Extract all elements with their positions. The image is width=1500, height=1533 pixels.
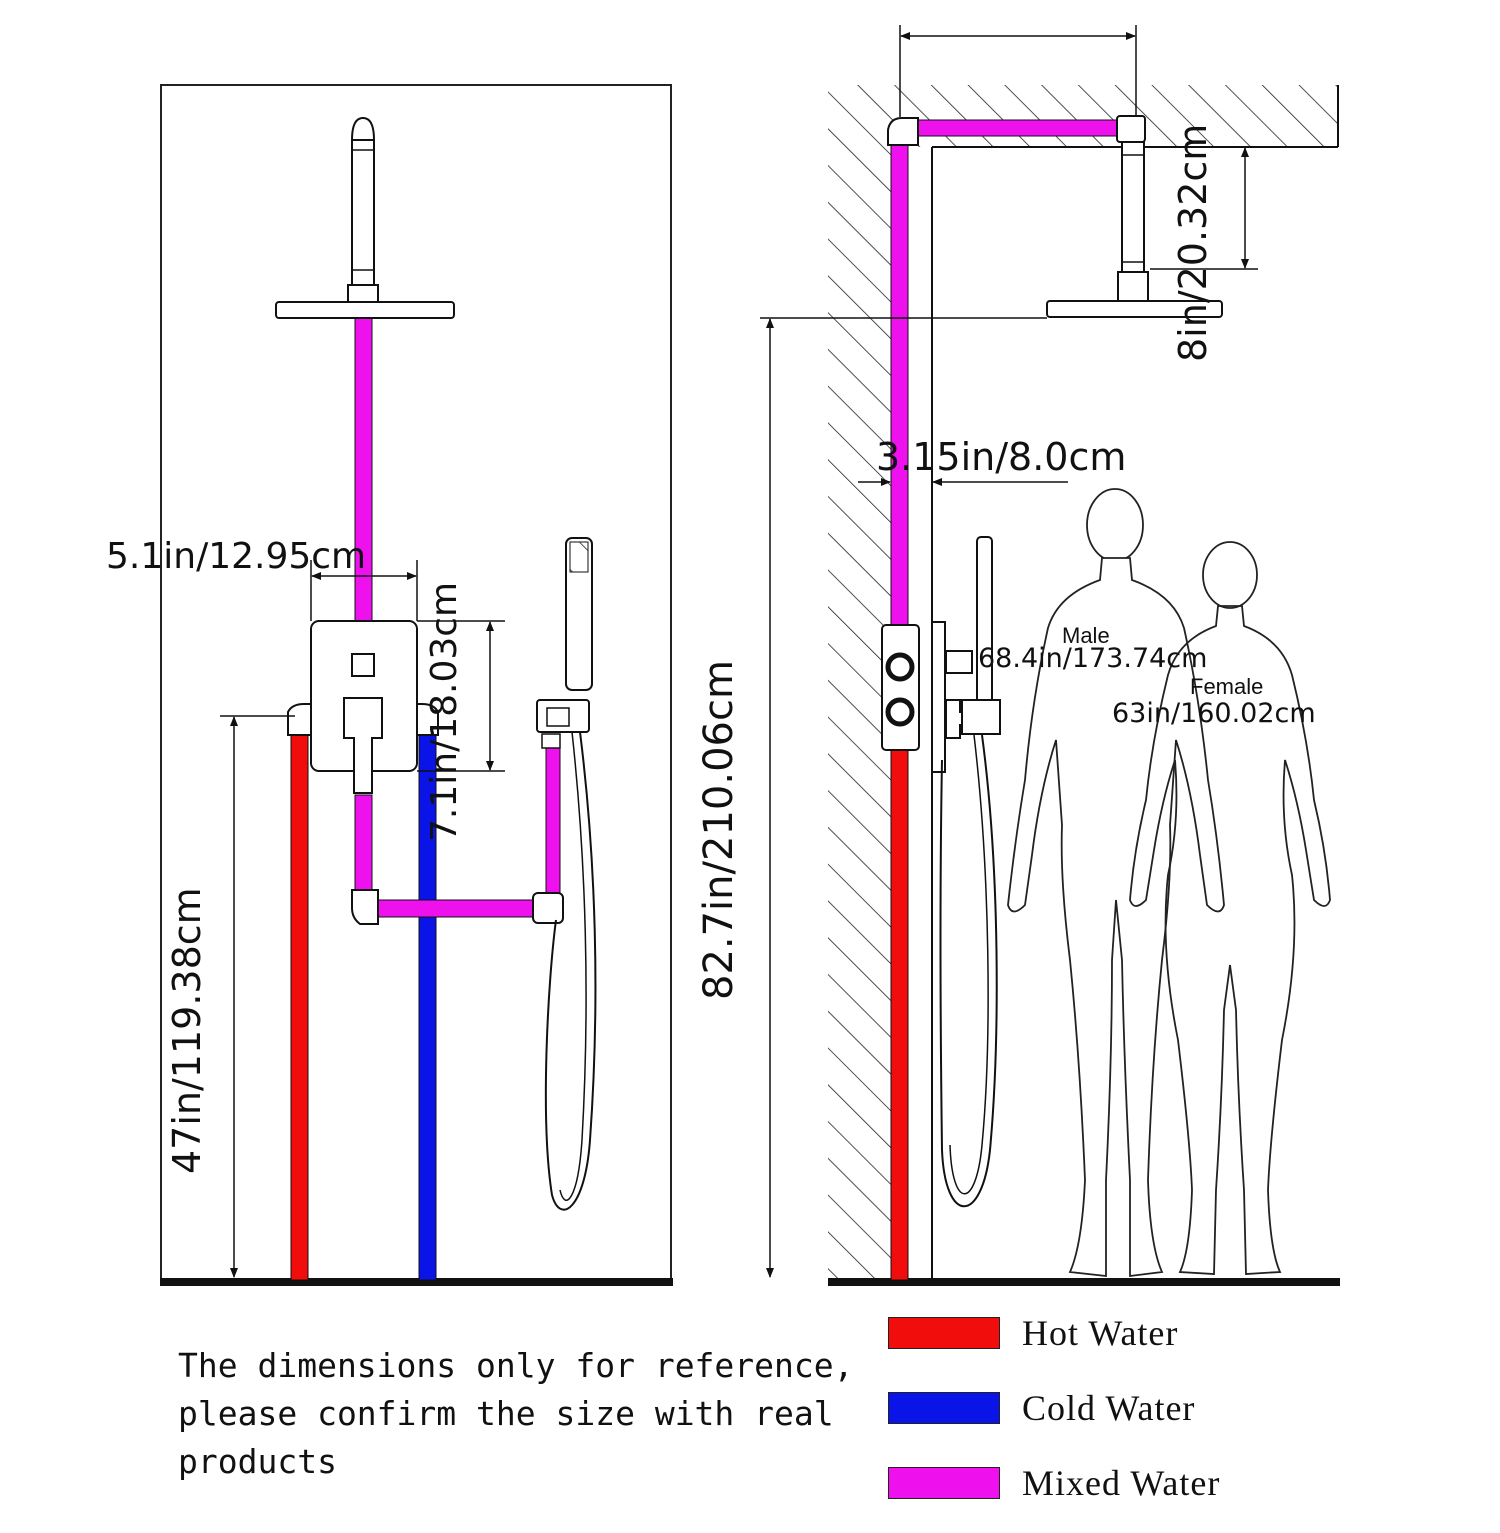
shower-arm-cap	[350, 116, 376, 141]
shower-hose	[544, 731, 597, 1211]
hand-shower-spray-face	[569, 541, 589, 573]
reference-note: The dimensions only for reference, pleas…	[178, 1346, 854, 1481]
legend-item-mixed: Mixed Water	[888, 1458, 1408, 1508]
male-silhouette	[1007, 488, 1225, 1278]
hot-water-pipe	[890, 721, 909, 1281]
hot-water-swatch	[888, 1317, 1000, 1349]
cold-water-swatch	[888, 1392, 1000, 1424]
shower-arm	[1121, 141, 1145, 273]
mixed-water-pipe-riser	[354, 317, 373, 624]
head-height-label: 82.7in/210.06cm	[696, 660, 742, 1000]
elbow-fitting	[351, 889, 379, 925]
hand-shower-holder	[961, 699, 1001, 735]
shower-arm	[351, 139, 375, 289]
front-floor	[160, 1278, 673, 1286]
mixed-water-pipe-riser	[890, 139, 909, 626]
mixer-width-label: 5.1in/12.95cm	[106, 536, 366, 577]
valve-port	[885, 697, 915, 727]
legend-item-hot: Hot Water	[888, 1308, 1408, 1358]
hot-water-pipe	[290, 734, 309, 1281]
rain-shower-head	[275, 301, 455, 319]
legend-item-cold: Cold Water	[888, 1383, 1408, 1433]
mixer-trim-plate	[931, 621, 946, 773]
female-label: Female	[1190, 674, 1263, 699]
mixer-handle	[343, 697, 383, 794]
inlet-elbow-hot	[287, 703, 313, 736]
mixed-water-pipe-horizontal	[374, 899, 536, 918]
side-floor	[828, 1278, 1340, 1286]
mixed-water-swatch	[888, 1467, 1000, 1499]
female-silhouette	[1129, 541, 1331, 1275]
diverter-knob	[945, 650, 973, 674]
valve-port	[885, 652, 915, 682]
wall-offset-label: 3.15in/8.0cm	[876, 435, 1126, 479]
arm-drop-label: 8in/20.32cm	[1171, 124, 1215, 362]
hot-water-label: Hot Water	[1022, 1313, 1179, 1353]
hose-connector	[541, 733, 561, 749]
elbow-fitting	[532, 892, 564, 924]
mixed-water-pipe-top	[914, 119, 1121, 137]
diverter-knob	[351, 653, 375, 677]
mixed-water-pipe-handshower	[545, 747, 561, 899]
mixed-water-pipe-lower	[354, 794, 373, 901]
inlet-height-label: 47in/119.38cm	[165, 887, 209, 1174]
shower-head-mount	[1117, 271, 1149, 303]
front-view: 5.1in/12.95cm 7.1in/18.03cm 47in/119.38c…	[106, 84, 673, 1286]
rain-shower-head	[1046, 300, 1223, 318]
side-view: 8in/20.32cm 82.7in/210.06cm 3.15in/8.0cm…	[696, 25, 1340, 1286]
mixer-height-label: 7.1in/18.03cm	[424, 582, 465, 842]
elbow-fitting	[887, 117, 919, 146]
shower-head-mount	[347, 284, 379, 304]
female-height-label: 63in/160.02cm	[1112, 698, 1316, 729]
water-legend: Hot Water Cold Water Mixed Water	[888, 1308, 1408, 1533]
shower-hose	[939, 734, 998, 1208]
elbow-fitting	[1116, 115, 1146, 143]
male-height-label: 68.4in/173.74cm	[978, 643, 1207, 674]
mixed-water-label: Mixed Water	[1022, 1463, 1221, 1503]
cold-water-label: Cold Water	[1022, 1388, 1196, 1428]
hand-shower-head	[976, 536, 993, 728]
male-label: Male	[1062, 623, 1110, 648]
mixer-valve-body	[881, 624, 920, 751]
hand-shower-head	[565, 537, 593, 691]
shower-installation-diagram: 5.1in/12.95cm 7.1in/18.03cm 47in/119.38c…	[106, 25, 1340, 1286]
